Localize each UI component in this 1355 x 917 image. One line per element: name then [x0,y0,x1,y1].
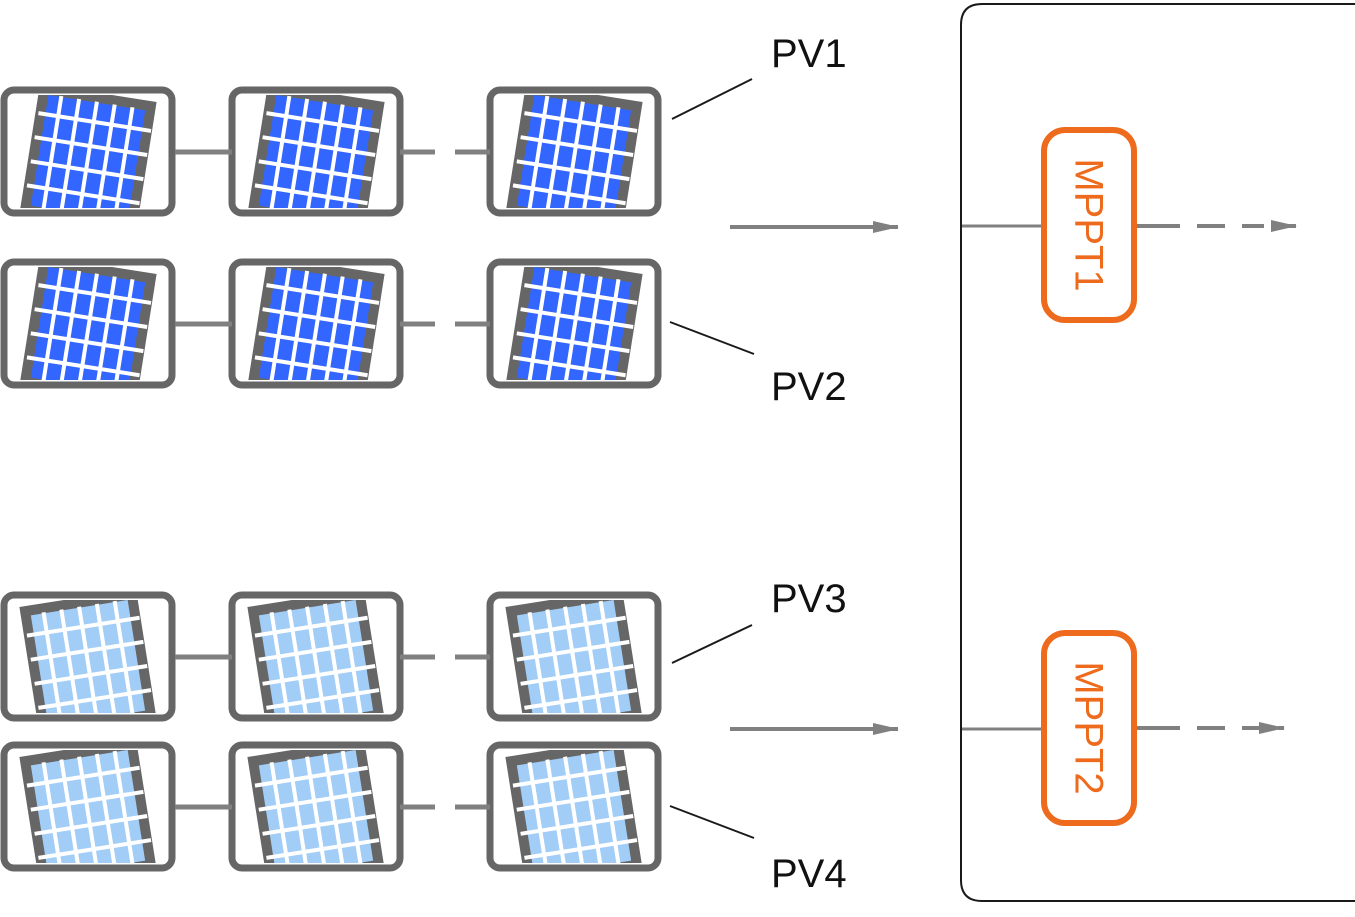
mppt2-block: MPPT2 [1041,630,1137,826]
solar-panel-icon [0,741,176,872]
pv1-label: PV1 [771,32,847,76]
label-leader-line [669,321,755,355]
mppt1-block: MPPT1 [1041,127,1137,323]
solar-panel-icon [228,741,404,872]
solar-panel-icon [0,86,176,217]
label-leader-line [669,805,755,839]
solar-panel-icon [0,591,176,722]
solar-panel-icon [486,741,662,872]
solar-panel-icon [486,591,662,722]
solar-panel-icon [228,258,404,389]
label-leader-line [671,78,753,120]
solar-panel-icon [228,86,404,217]
pv3-label: PV3 [771,577,847,621]
pv2-label: PV2 [771,365,847,409]
solar-panel-icon [486,258,662,389]
label-leader-line [671,624,753,664]
mppt1-label: MPPT1 [1067,158,1112,292]
solar-panel-icon [0,258,176,389]
pv4-label: PV4 [771,852,847,896]
mppt2-label: MPPT2 [1067,661,1112,795]
